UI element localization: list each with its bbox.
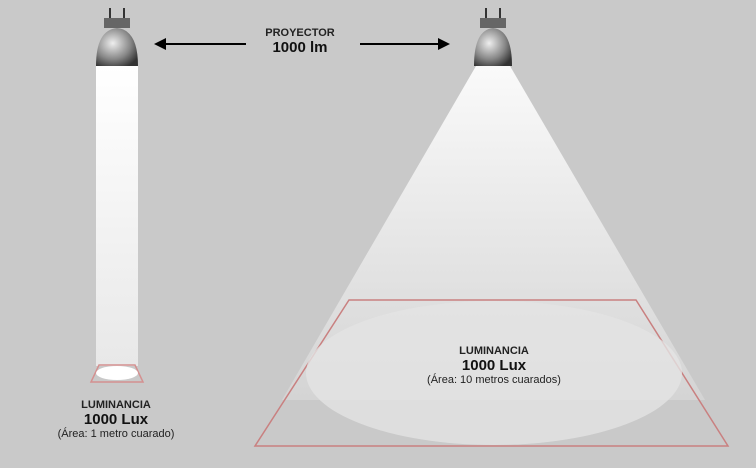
left-area-outline [89, 364, 145, 383]
right-area-note: (Área: 10 metros cuarados) [427, 374, 561, 386]
left-light-spot [96, 366, 138, 380]
left-luminance-title: LUMINANCIA [81, 399, 151, 411]
right-area-outline [253, 299, 730, 447]
left-projector-lamp-icon [96, 8, 138, 66]
left-area-note: (Área: 1 metro cuarado) [57, 428, 175, 440]
right-luminance-value: 1000 Lux [461, 357, 527, 374]
right-luminance-label: LUMINANCIA 1000 Lux (Área: 10 metros cua… [404, 345, 584, 386]
left-luminance-label: LUMINANCIA 1000 Lux (Área: 1 metro cuara… [36, 399, 196, 440]
arrow-left-icon [154, 38, 246, 50]
projector-value: 1000 lm [272, 39, 328, 56]
arrow-right-icon [360, 38, 450, 50]
right-light-spot [306, 301, 682, 445]
right-projector-lamp-icon [474, 8, 512, 66]
right-luminance-title: LUMINANCIA [459, 345, 529, 357]
left-light-beam [96, 66, 138, 366]
projector-title: PROYECTOR [265, 27, 335, 39]
projector-label: PROYECTOR 1000 lm [240, 27, 360, 56]
left-luminance-value: 1000 Lux [83, 411, 149, 428]
